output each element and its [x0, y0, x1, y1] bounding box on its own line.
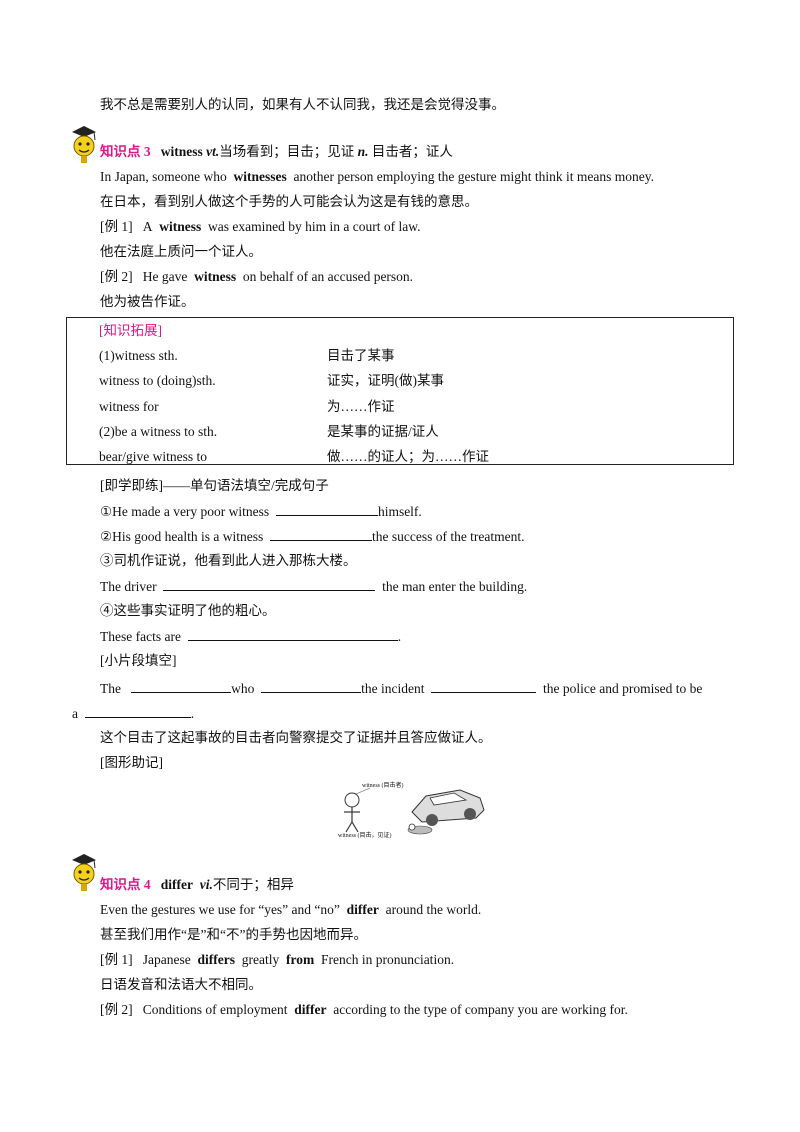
scholar-mascot-icon [72, 126, 96, 163]
kp4-def: 不同于；相异 [212, 877, 294, 892]
scholar-mascot-icon [72, 854, 96, 891]
kp3-word: witness [160, 144, 203, 159]
answer-blank[interactable] [84, 704, 191, 718]
answer-blank[interactable] [187, 627, 398, 641]
fill-sentence: The who the incident the police and prom… [100, 679, 703, 696]
witness-car-accident-illustration [344, 787, 485, 835]
kp3-example-en: In Japan, someone who witnesses another … [100, 169, 655, 184]
kp4-tag: 知识点 4 [100, 877, 151, 892]
kp4-pos: vi. [199, 877, 213, 892]
fill-sentence-cont: a . [72, 704, 195, 721]
answer-blank[interactable] [261, 679, 362, 693]
practice-q3-zh: ③司机作证说，他看到此人进入那栋大楼。 [100, 553, 357, 568]
expansion-row: witness to (doing)sth.证实，证明(做)某事 [99, 373, 444, 388]
answer-blank[interactable] [431, 679, 537, 693]
kp4-example-2: [例 2] Conditions of employment differ ac… [100, 1002, 628, 1017]
kp3-example-1: [例 1] A witness was examined by him in a… [100, 219, 421, 234]
kp3-tag: 知识点 3 [100, 144, 151, 159]
practice-q1: ①He made a very poor witness himself. [100, 502, 422, 519]
memory-illustration: witness (目击者) witness (目击，见证) [330, 774, 490, 840]
kp4-heading: 知识点 4 differ vi.不同于；相异 [100, 876, 294, 894]
knowledge-expansion-box: [知识拓展] (1)witness sth.目击了某事 witness to (… [66, 317, 734, 465]
kp4-example-zh: 甚至我们用作“是”和“不”的手势也因地而异。 [100, 927, 367, 942]
kp3-pos1: vt. [206, 144, 220, 159]
kp4-word: differ [160, 877, 193, 892]
answer-blank[interactable] [269, 527, 372, 541]
practice-title: [即学即练]——单句语法填空/完成句子 [100, 478, 329, 493]
illustration-label-witness-person: witness (目击者) [362, 783, 404, 789]
practice-q3: The driver the man enter the building. [100, 577, 528, 594]
kp4-example-1: [例 1] Japanese differs greatly from Fren… [100, 952, 455, 967]
kp3-def2: 目击者；证人 [371, 144, 453, 159]
kp3-example-1-zh: 他在法庭上质问一个证人。 [100, 244, 262, 259]
kp3-example-zh: 在日本，看到别人做这个手势的人可能会认为这是有钱的意思。 [100, 194, 478, 209]
kp3-example-2-zh: 他为被告作证。 [100, 294, 195, 309]
kp4-example-en: Even the gestures we use for “yes” and “… [100, 902, 482, 917]
practice-q2: ②His good health is a witness the succes… [100, 527, 525, 544]
practice-q4: These facts are . [100, 627, 402, 644]
illustration-label-witness-verb: witness (目击，见证) [338, 833, 392, 839]
answer-blank[interactable] [275, 502, 378, 516]
answer-blank[interactable] [131, 679, 232, 693]
answer-blank[interactable] [163, 577, 376, 591]
kp3-def1: 当场看到；目击；见证 [219, 144, 355, 159]
kp4-example-1-zh: 日语发音和法语大不相同。 [100, 977, 262, 992]
fill-title: [小片段填空] [100, 653, 177, 668]
kp3-pos2: n. [357, 144, 369, 159]
expansion-title: [知识拓展] [99, 323, 162, 338]
kp3-heading: 知识点 3 witness vt.当场看到；目击；见证 n. 目击者；证人 [100, 143, 453, 161]
intro-sentence: 我不总是需要别人的认同，如果有人不认同我，我还是会觉得没事。 [100, 97, 505, 112]
expansion-row: (1)witness sth.目击了某事 [99, 348, 395, 363]
fill-zh: 这个目击了这起事故的目击者向警察提交了证据并且答应做证人。 [100, 730, 492, 745]
memo-title: [图形助记] [100, 755, 163, 770]
practice-q4-zh: ④这些事实证明了他的粗心。 [100, 603, 276, 618]
kp3-example-2: [例 2] He gave witness on behalf of an ac… [100, 269, 414, 284]
expansion-row: (2)be a witness to sth.是某事的证据/证人 [99, 424, 439, 439]
